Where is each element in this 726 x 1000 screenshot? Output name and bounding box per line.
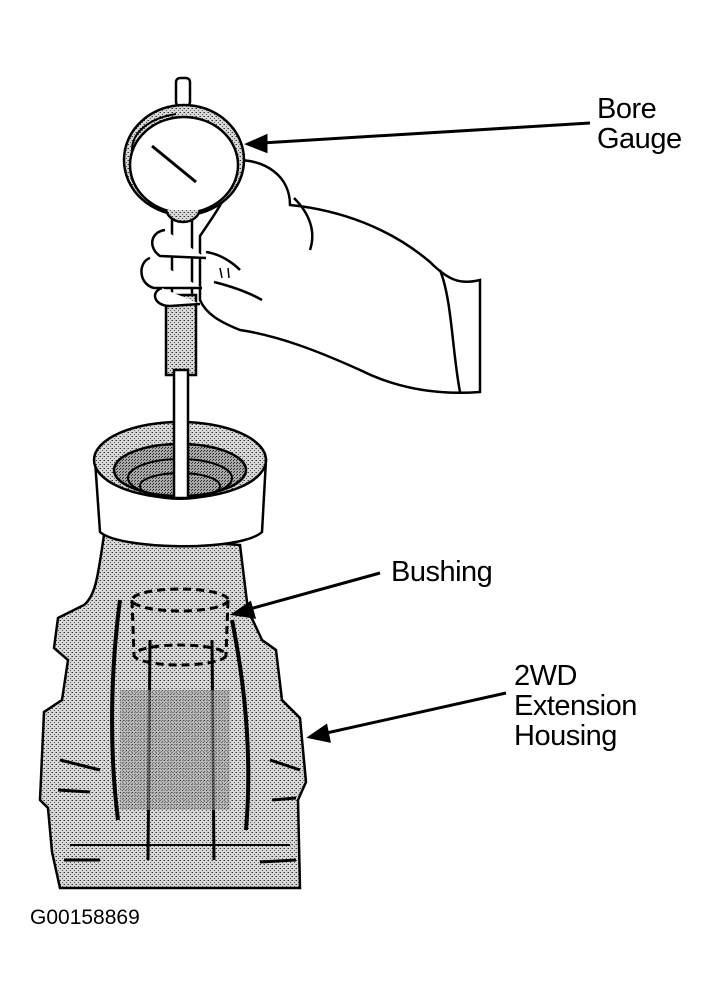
bushing (130, 587, 230, 667)
bushing-arrowhead-icon (230, 600, 257, 619)
bore-gauge-label-line-1: Bore (597, 93, 657, 125)
bore-gauge-leader (261, 121, 591, 145)
bushing-label-text: Bushing (391, 556, 493, 588)
extension-housing-label: 2WD Extension Housing (514, 661, 637, 751)
extension-housing-label-line-3: Housing (514, 720, 617, 752)
dial-gauge (122, 76, 246, 224)
extension-housing (38, 533, 308, 890)
bore-gauge-label: Bore Gauge (597, 94, 682, 154)
housing-arrowhead-icon (306, 723, 331, 743)
bushing-label: Bushing (391, 556, 493, 588)
extension-housing-label-line-2: Extension (514, 690, 637, 722)
bore-gauge-arrowhead-icon (244, 133, 268, 154)
leader-arrows (230, 121, 591, 743)
figure-id: G00158869 (30, 906, 140, 929)
bushing-leader (245, 571, 381, 612)
extension-housing-label-line-1: 2WD (514, 660, 577, 692)
hand (140, 158, 482, 395)
dial-needle-icon (151, 144, 197, 184)
housing-leader (321, 691, 507, 736)
bore-gauge-label-line-2: Gauge (597, 123, 682, 155)
